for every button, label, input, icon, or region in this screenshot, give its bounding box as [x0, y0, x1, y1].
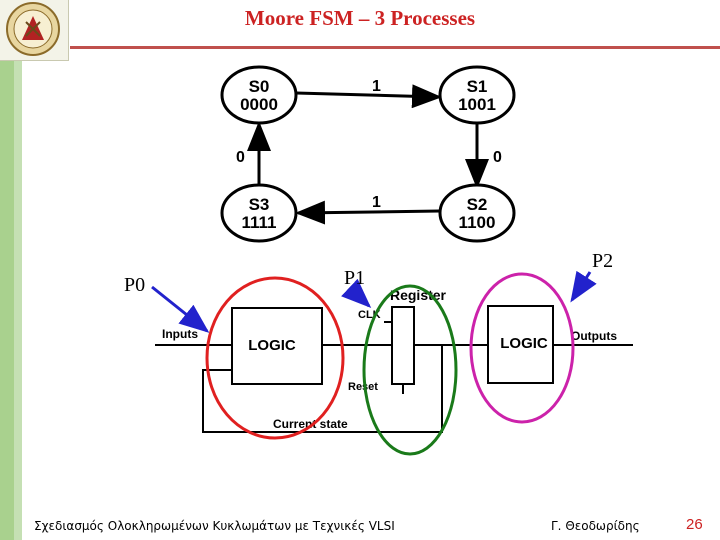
p2-pointer-arrow — [570, 270, 597, 303]
state-s1: S1 1001 — [438, 65, 516, 125]
logic-left-label: LOGIC — [248, 337, 296, 354]
transition-s0-s1-label: 1 — [372, 78, 381, 95]
footer-author: Γ. Θεοδωρίδης — [551, 519, 640, 533]
logic-block-left — [231, 307, 323, 385]
state-s3: S3 1111 — [220, 183, 298, 243]
outputs-label: Outputs — [571, 329, 617, 343]
state-s0-code: 0000 — [240, 95, 278, 114]
transition-s2-s3-label: 1 — [372, 194, 381, 211]
left-decoration-curve — [14, 60, 22, 540]
transition-s3-s0-label: 0 — [236, 149, 245, 166]
p1-label: P1 — [344, 267, 365, 289]
slide-title: Moore FSM – 3 Processes — [244, 6, 476, 30]
register-label: Register — [390, 287, 447, 303]
state-s3-name: S3 — [249, 195, 270, 214]
title-underline — [70, 46, 720, 49]
state-s1-name: S1 — [467, 77, 488, 96]
state-s0-name: S0 — [249, 77, 270, 96]
footer-course-title: Σχεδιασμός Ολοκληρωμένων Κυκλωμάτων με Τ… — [34, 519, 395, 533]
transition-s2-s3-arrow — [295, 200, 441, 225]
state-s2-name: S2 — [467, 195, 488, 214]
reset-label: Reset — [348, 381, 378, 393]
logic-block-right — [487, 305, 554, 384]
state-s2-code: 1100 — [459, 213, 496, 232]
logo-seal-icon — [6, 2, 60, 56]
p0-label: P0 — [124, 274, 145, 296]
inputs-label: Inputs — [162, 327, 198, 341]
current-state-label: Current state — [273, 417, 348, 431]
p1-process-ellipse — [362, 284, 458, 456]
logic-right-label: LOGIC — [500, 335, 548, 352]
page-number: 26 — [686, 516, 703, 533]
state-s3-code: 1111 — [241, 213, 276, 232]
p2-process-ellipse — [469, 272, 575, 424]
p1-pointer-arrow — [341, 278, 372, 309]
state-s1-code: 1001 — [458, 95, 496, 114]
p0-pointer-arrow — [151, 285, 210, 333]
transition-s1-s2-label: 0 — [493, 149, 502, 166]
left-decoration-bar — [0, 60, 18, 540]
state-s2: S2 1100 — [438, 183, 516, 243]
university-logo — [0, 0, 69, 61]
state-s0: S0 0000 — [220, 65, 298, 125]
current-state-feedback-wire — [202, 345, 443, 433]
transition-s0-s1-arrow — [295, 84, 442, 109]
p2-label: P2 — [592, 250, 613, 272]
register-block — [391, 306, 415, 385]
p0-process-ellipse — [205, 276, 345, 440]
